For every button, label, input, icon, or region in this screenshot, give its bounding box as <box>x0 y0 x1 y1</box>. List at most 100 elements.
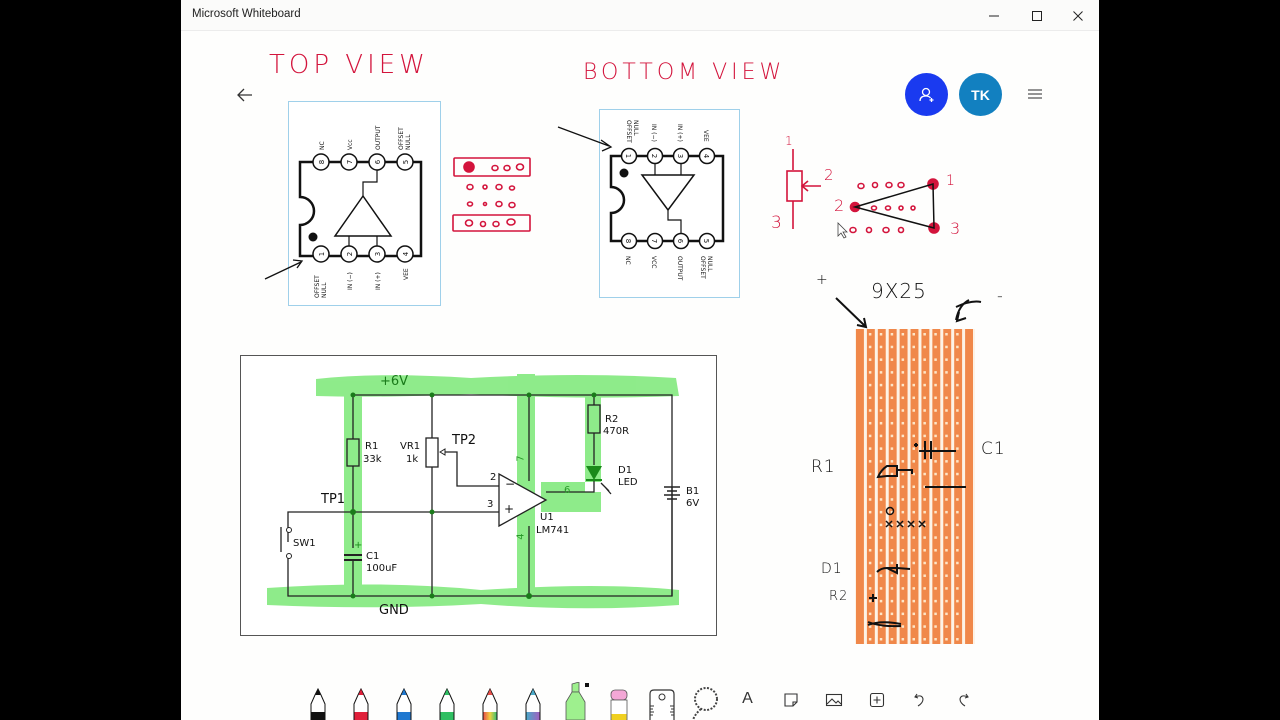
vr1-name: VR1 <box>400 441 421 452</box>
whiteboard-window: Microsoft Whiteboard 8 7 6 <box>181 0 1099 720</box>
r1-name: R1 <box>365 441 379 452</box>
svg-text:2: 2 <box>650 154 658 158</box>
b1-name: B1 <box>686 486 700 497</box>
bottom-toolbar: A <box>296 680 986 720</box>
tp1-label: TP1 <box>321 492 346 507</box>
ink-d1[interactable]: D1 <box>821 561 843 577</box>
ink-tri-pin3[interactable]: 3 <box>950 219 965 238</box>
text-tool-icon: A <box>742 690 753 707</box>
schematic-image[interactable] <box>240 355 717 636</box>
ink-tri-pin2[interactable]: 2 <box>834 196 849 215</box>
whiteboard-canvas[interactable]: 8 7 6 5 1 2 3 4 NC Vcc OUTPUT OFFSET NUL… <box>181 31 1099 681</box>
svg-text:1: 1 <box>624 154 632 158</box>
svg-text:2: 2 <box>346 252 354 256</box>
sticky-note-icon <box>783 693 798 707</box>
vr1-value: 1k <box>406 454 419 465</box>
svg-text:1: 1 <box>318 252 326 256</box>
ink-c1[interactable]: C1 <box>981 439 1006 459</box>
highlighter-icon <box>565 682 589 720</box>
svg-text:7: 7 <box>346 160 354 164</box>
svg-text:VEE: VEE <box>403 268 410 280</box>
add-content-tool[interactable] <box>855 680 898 720</box>
opamp-minus-sign: − <box>505 477 516 491</box>
ink-top-view[interactable]: TOP VIEW <box>269 50 429 80</box>
supply-label: +6V <box>380 374 409 389</box>
text-tool[interactable]: A <box>726 680 769 720</box>
c1-name: C1 <box>366 551 380 562</box>
ink-tri-pin1[interactable]: 1 <box>946 173 959 189</box>
invite-button[interactable] <box>905 73 948 116</box>
svg-text:NULL: NULL <box>632 120 639 136</box>
pen-green-icon <box>439 687 454 720</box>
svg-text:IN (+): IN (+) <box>375 272 382 290</box>
ink-minus[interactable]: - <box>997 286 1007 305</box>
pen-rainbow-tool[interactable] <box>468 680 511 720</box>
ink-r2[interactable]: R2 <box>829 589 849 604</box>
u1-value: LM741 <box>536 525 570 536</box>
ink-r1[interactable]: R1 <box>811 457 836 477</box>
svg-text:6: 6 <box>676 239 684 244</box>
svg-text:4: 4 <box>702 154 710 159</box>
svg-text:NC: NC <box>624 256 631 265</box>
pen-black-icon <box>310 687 325 720</box>
redo-tool[interactable] <box>941 680 984 720</box>
svg-text:3: 3 <box>676 154 684 158</box>
menu-button[interactable] <box>1021 80 1049 108</box>
pen-galaxy-tool[interactable] <box>511 680 554 720</box>
ink-pinout-sketch[interactable] <box>452 157 531 232</box>
top-view-ic-image[interactable]: 8 7 6 5 1 2 3 4 NC Vcc OUTPUT OFFSET NUL… <box>288 101 441 306</box>
undo-tool[interactable] <box>898 680 941 720</box>
pen-rainbow-icon <box>482 687 497 720</box>
insert-image-tool[interactable] <box>812 680 855 720</box>
lasso-select-tool[interactable] <box>683 680 726 720</box>
svg-text:8: 8 <box>318 160 326 164</box>
opamp-plus-sign: + <box>504 502 515 516</box>
pen-green-tool[interactable] <box>425 680 468 720</box>
ground-label: GND <box>379 603 409 618</box>
svg-text:NULL: NULL <box>706 256 713 272</box>
svg-text:NULL: NULL <box>321 282 328 298</box>
ink-bottom-view[interactable]: BOTTOM VIEW <box>583 60 786 85</box>
pin2-label: 2 <box>490 472 497 483</box>
window-title: Microsoft Whiteboard <box>192 8 301 20</box>
ruler-tool[interactable] <box>640 680 683 720</box>
pin7-label: 7 <box>515 455 527 462</box>
svg-text:VEE: VEE <box>702 130 709 142</box>
ink-potentiometer-sketch[interactable] <box>786 149 940 234</box>
pen-galaxy-icon <box>525 687 540 720</box>
user-avatar[interactable]: TK <box>959 73 1002 116</box>
maximize-button[interactable] <box>1014 0 1060 31</box>
ink-pot-pin1[interactable]: 1 <box>785 134 797 148</box>
back-button[interactable] <box>229 82 261 108</box>
ink-board-size[interactable]: 9X25 <box>871 279 927 303</box>
sticky-note-tool[interactable] <box>769 680 812 720</box>
svg-text:6: 6 <box>374 159 382 164</box>
svg-text:3: 3 <box>374 252 382 256</box>
pen-black-tool[interactable] <box>296 680 339 720</box>
plus-box-icon <box>869 692 884 708</box>
svg-text:OUTPUT: OUTPUT <box>375 125 382 150</box>
ink-pot-pin2[interactable]: 2 <box>824 166 838 184</box>
svg-text:IN (+): IN (+) <box>676 124 683 142</box>
close-button[interactable] <box>1055 0 1099 31</box>
undo-icon <box>913 693 924 707</box>
bottom-view-ic-image[interactable]: 1 2 3 4 8 7 6 5 OFFSET NULL IN (−) IN (+… <box>599 109 740 298</box>
svg-text:Vcc: Vcc <box>347 139 354 150</box>
r1-value: 33k <box>363 454 382 465</box>
ink-plus[interactable]: + <box>816 272 832 288</box>
pin6-label: 6 <box>564 485 571 496</box>
svg-text:VCC: VCC <box>650 256 657 268</box>
ink-pot-pin3[interactable]: 3 <box>771 213 786 233</box>
eraser-tool[interactable] <box>597 680 640 720</box>
stripboard-image[interactable] <box>835 297 982 644</box>
highlighter-tool[interactable] <box>554 680 597 720</box>
u1-name: U1 <box>540 512 554 523</box>
b1-value: 6V <box>686 498 700 509</box>
minimize-button[interactable] <box>971 0 1017 31</box>
svg-text:OFFSET: OFFSET <box>699 256 706 279</box>
svg-text:NC: NC <box>319 141 326 150</box>
pen-red-tool[interactable] <box>339 680 382 720</box>
hamburger-menu-icon <box>1028 89 1042 99</box>
pen-blue-tool[interactable] <box>382 680 425 720</box>
c1-value: 100uF <box>366 563 398 574</box>
